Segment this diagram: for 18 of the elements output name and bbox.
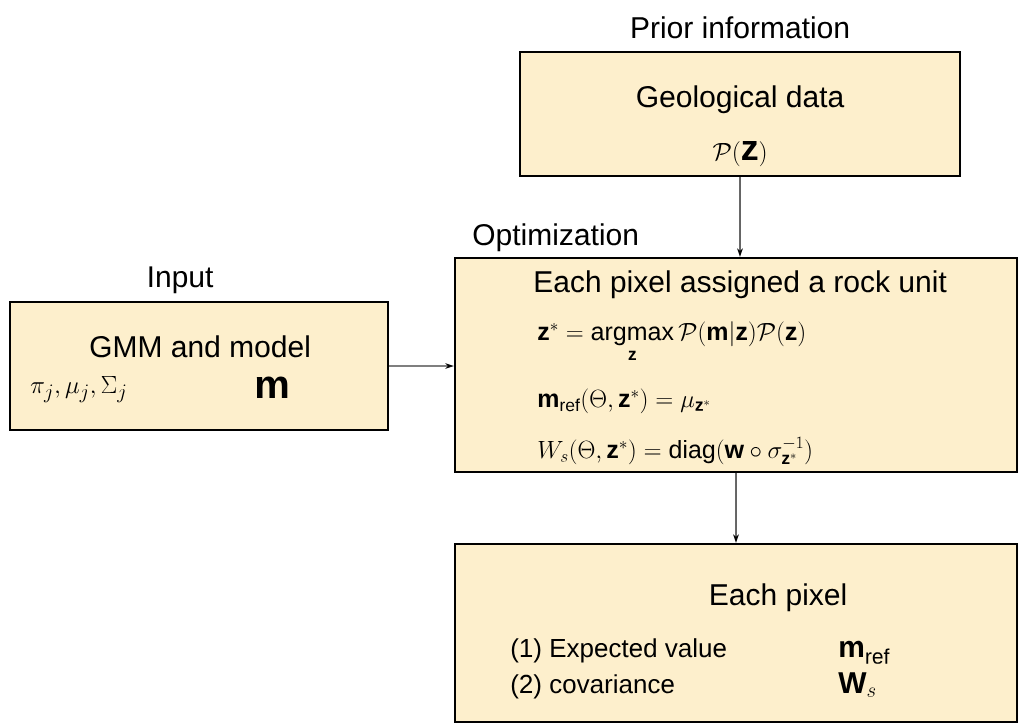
box-heading: Prior information xyxy=(632,16,849,39)
box-title: Geological data xyxy=(637,85,845,114)
formula: $\mathbf{W}_s$ xyxy=(838,672,876,697)
formula: $\pi_j, \mu_j, \Sigma_j$ xyxy=(30,376,126,403)
box-heading: Optimization xyxy=(473,223,637,252)
formula: $\mathbf{m}_{\mathrm{ref}}(\Theta, \mathbf{z}^{*}) = \mu_{\mathbf{z}^{*}}$ xyxy=(538,388,709,414)
list-item: (1) Expected value xyxy=(511,638,726,663)
process-box xyxy=(454,543,1018,723)
formula: $\mathbf{z}^{*} = \underset{\mathbf{z}}{\operatorname{argmax}}\,\mathcal{P}(\mathbf{m}|\mathbf{z})\mathcal{P}(\mathbf{z})$ xyxy=(538,321,804,361)
box-heading: Input xyxy=(149,266,214,294)
box-title: Each pixel xyxy=(711,583,846,612)
list-item: (2) covariance xyxy=(511,674,674,699)
formula: $\mathcal{P}(\mathbf{z})$ xyxy=(713,141,766,167)
formula: $\mathbf{m}$ xyxy=(256,376,288,398)
box-title: Each pixel assigned a rock unit xyxy=(535,270,947,299)
formula: $W_s(\Theta, \mathbf{z}^{*}) = \mathrm{diag}(\mathbf{w} \circ \sigma_{\mathbf{z}^{*}}^{-1})$ xyxy=(538,436,811,465)
box-title: GMM and model xyxy=(90,335,309,358)
formula: $\mathbf{m}_{\mathrm{ref}}$ xyxy=(840,640,890,664)
